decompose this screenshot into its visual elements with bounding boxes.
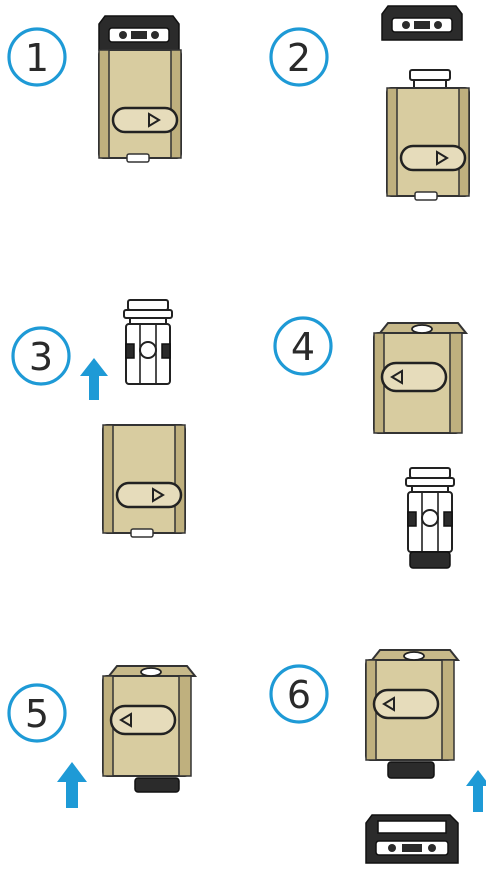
step-3-number: 3: [29, 335, 53, 379]
up-arrow-icon: [80, 358, 108, 400]
cartridge-body-final: [366, 650, 458, 778]
up-arrow-icon: [57, 762, 87, 808]
core-pulled-out: [124, 300, 172, 384]
step-3: 3: [13, 300, 185, 537]
cartridge-with-core: [103, 666, 195, 792]
step-6-number: 6: [287, 673, 311, 717]
cartridge-body-open: [387, 88, 469, 200]
cartridge-body-flipped: [374, 323, 466, 433]
step-1: 1: [9, 16, 181, 162]
step-6: 6: [271, 650, 486, 863]
step-2: 2: [271, 6, 469, 200]
cap-reattach: [366, 815, 458, 863]
cartridge-body-empty: [103, 425, 185, 537]
step-1-number: 1: [25, 36, 49, 80]
step-4-number: 4: [291, 325, 315, 369]
step-5-number: 5: [25, 692, 49, 736]
cap-removed: [382, 6, 462, 40]
step-4: 4: [275, 318, 466, 568]
core-top-visible: [410, 70, 450, 88]
core-new: [406, 468, 454, 568]
up-arrow-icon: [466, 770, 486, 812]
step-5: 5: [9, 666, 195, 808]
step-2-number: 2: [287, 36, 311, 80]
cartridge-assembled: [99, 16, 181, 162]
